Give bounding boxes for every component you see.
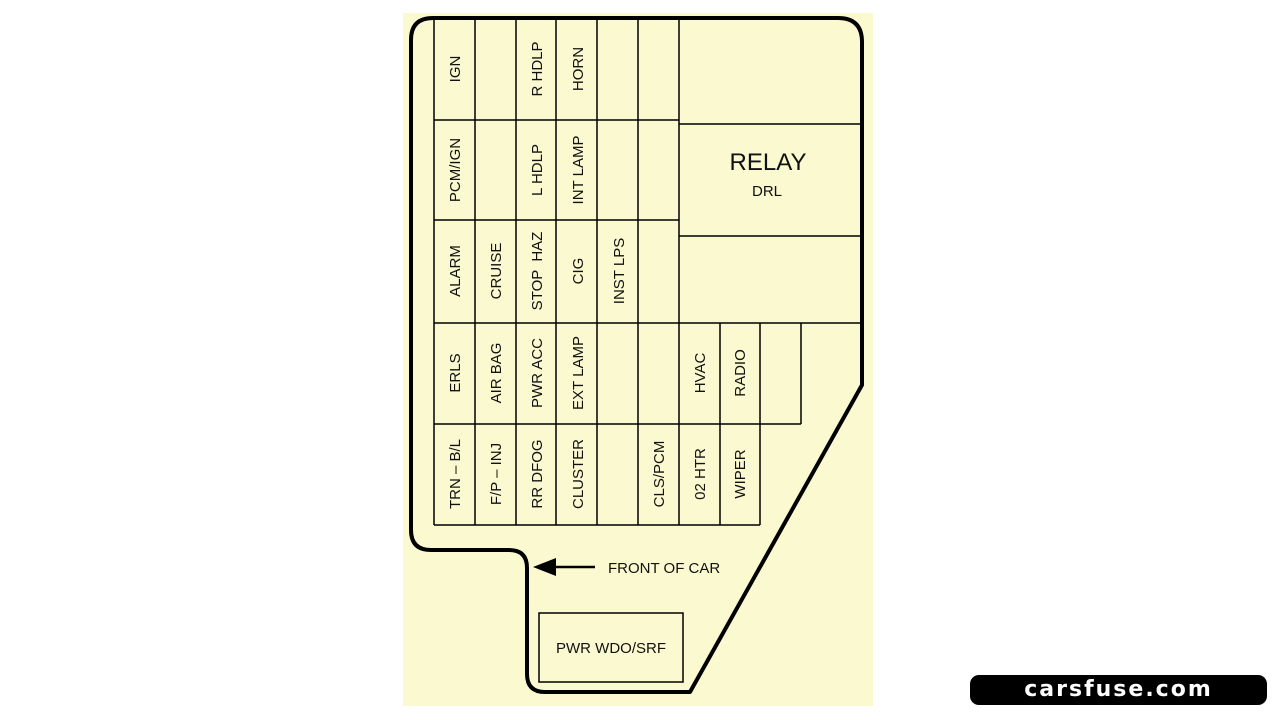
fuse-label-pwr-acc: PWR ACC bbox=[529, 338, 546, 408]
fuse-label-cruise: CRUISE bbox=[488, 243, 505, 300]
fuse-box-outline bbox=[409, 16, 864, 694]
fuse-label-inst-lps: INST LPS bbox=[611, 238, 628, 304]
front-arrow-icon bbox=[533, 558, 595, 576]
fuse-label-int-lamp: INT LAMP bbox=[570, 136, 587, 205]
fuse-label-erls: ERLS bbox=[447, 353, 464, 392]
relay-title: RELAY bbox=[730, 149, 807, 176]
fuse-label-hvac: HVAC bbox=[692, 353, 709, 394]
fuse-label-alarm: ALARM bbox=[447, 245, 464, 297]
fuse-label-stop-haz: STOP HAZ bbox=[529, 232, 546, 311]
fuse-label-radio: RADIO bbox=[732, 349, 749, 397]
fuse-label-wiper: WIPER bbox=[732, 449, 749, 498]
fuse-label-ign: IGN bbox=[447, 56, 464, 83]
fuse-label-fp-inj: F/P – INJ bbox=[488, 443, 505, 505]
grid-lines bbox=[433, 18, 862, 526]
fuse-label-cig: CIG bbox=[570, 258, 587, 285]
fuse-label-r-hdlp: R HDLP bbox=[529, 41, 546, 96]
fuse-label-cls-pcm: CLS/PCM bbox=[651, 441, 668, 508]
pwr-wdo-srf-box bbox=[538, 612, 684, 683]
fuse-label-l-hdlp: L HDLP bbox=[529, 144, 546, 196]
fuse-label-rr-dfog: RR DFOG bbox=[529, 439, 546, 508]
fuse-label-ext-lamp: EXT LAMP bbox=[570, 336, 587, 410]
carsfuse-watermark: carsfuse.com bbox=[970, 675, 1267, 705]
relay-subtitle: DRL bbox=[752, 183, 782, 200]
pwr-wdo-srf-label: PWR WDO/SRF bbox=[556, 640, 666, 657]
fuse-label-horn: HORN bbox=[570, 47, 587, 91]
fuse-label-02-htr: 02 HTR bbox=[692, 448, 709, 500]
fuse-label-air-bag: AIR BAG bbox=[488, 343, 505, 404]
fuse-label-pcm-ign: PCM/IGN bbox=[447, 138, 464, 202]
front-of-car-label: FRONT OF CAR bbox=[608, 560, 720, 577]
fuse-label-trn-bl: TRN – B/L bbox=[447, 439, 464, 509]
fuse-label-cluster: CLUSTER bbox=[570, 439, 587, 509]
